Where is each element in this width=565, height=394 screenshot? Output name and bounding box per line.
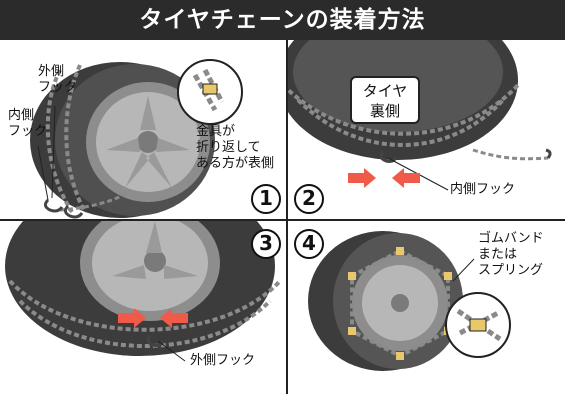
step-1-illustration xyxy=(30,59,243,219)
step-1-panel: 外側 フック 内側 フック 金具が 折り返して ある方が表側 1 xyxy=(0,40,286,219)
inner-hook-label: 内側 フック xyxy=(8,108,48,139)
horizontal-divider xyxy=(0,219,565,221)
band-label: ゴムバンド または スプリング xyxy=(478,231,544,278)
step-3-illustration xyxy=(5,221,282,362)
step-3-panel: 外側フック 3 xyxy=(0,221,286,394)
step-2-number: 2 xyxy=(294,184,324,214)
outer-hook-label: 外側 フック xyxy=(38,64,78,95)
step-1-number: 1 xyxy=(251,184,281,214)
vertical-divider xyxy=(286,40,288,394)
front-side-note: 金具が 折り返して ある方が表側 xyxy=(196,124,275,171)
step-3-number: 3 xyxy=(251,229,281,259)
outer-hook-label: 外側フック xyxy=(190,353,256,368)
step-4-illustration xyxy=(308,231,511,371)
step-2-illustration xyxy=(288,40,552,191)
step-2-panel: タイヤ 裏側 内側フック 2 xyxy=(288,40,565,219)
step-4-number: 4 xyxy=(294,229,324,259)
step-4-panel: ゴムバンド または スプリング 4 xyxy=(288,221,565,394)
inner-hook-label: 内側フック xyxy=(450,182,516,197)
page-title: タイヤチェーンの装着方法 xyxy=(139,7,426,33)
title-bar: タイヤチェーンの装着方法 xyxy=(0,0,565,40)
tire-back-label: タイヤ 裏側 xyxy=(350,76,420,124)
